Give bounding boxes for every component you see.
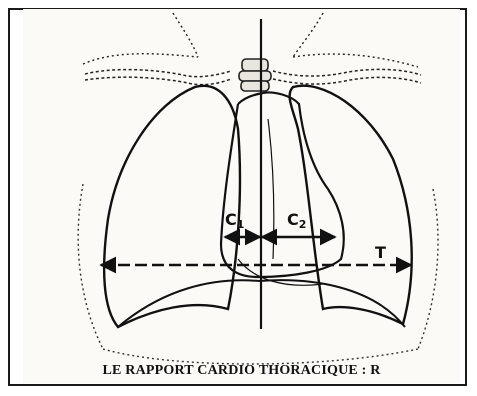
left-lung-outline (290, 86, 412, 324)
trachea (239, 59, 271, 91)
c1-label: C1 (225, 210, 244, 231)
c2-subscript: 2 (299, 218, 307, 231)
cardiothoracic-diagram: C1 C2 T LE RAPPORT CARDIO THORACIQUE : R (23, 9, 460, 383)
diagram-svg: C1 C2 T (23, 9, 460, 383)
chest-wall (78, 184, 438, 364)
right-lung-outline (104, 86, 240, 327)
t-label: T (375, 243, 386, 262)
c1-subscript: 1 (237, 218, 245, 231)
c2-label: C2 (287, 210, 306, 231)
figure-caption: LE RAPPORT CARDIO THORACIQUE : R (23, 363, 460, 379)
lungs (104, 86, 412, 327)
